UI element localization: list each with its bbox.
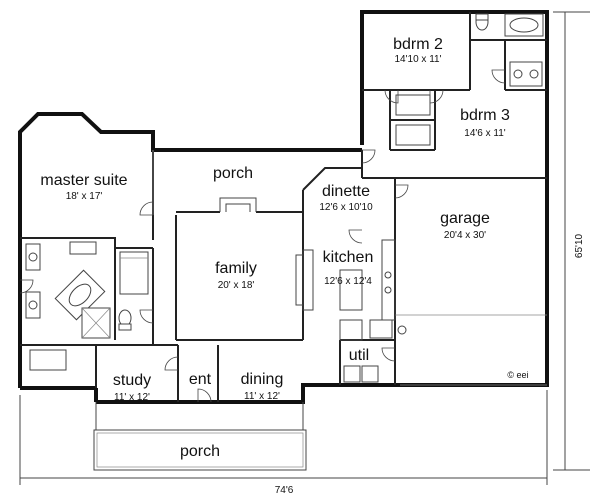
dining-size: 11' x 12': [244, 391, 280, 402]
garage-size: 20'4 x 30': [444, 230, 486, 241]
kitchen-name: kitchen: [323, 249, 374, 266]
room-labels: bdrm 2 14'10 x 11' bdrm 3 14'6 x 11' mas…: [40, 36, 585, 496]
bdrm2-name: bdrm 2: [393, 36, 443, 53]
exterior-walls: [18, 10, 549, 404]
dinette-size: 12'6 x 10'10: [319, 202, 373, 213]
bdrm2-size: 14'10 x 11': [394, 54, 441, 65]
bdrm3-size: 14'6 x 11': [464, 128, 506, 139]
front-porch: [93, 402, 307, 471]
porch-top-name: porch: [213, 165, 253, 182]
bdrm3-name: bdrm 3: [460, 107, 510, 124]
copyright-text: © eei: [507, 370, 528, 380]
master-name: master suite: [40, 172, 127, 189]
interior-walls: [20, 12, 547, 402]
fixtures: [25, 13, 544, 383]
doors: [19, 69, 506, 403]
util-name: util: [349, 347, 369, 364]
master-size: 18' x 17': [66, 191, 103, 202]
depth-dimension: 65'10: [574, 233, 585, 258]
width-dimension: 74'6: [275, 485, 294, 496]
family-name: family: [215, 260, 257, 277]
study-size: 11' x 12': [114, 392, 150, 403]
dining-name: dining: [241, 371, 284, 388]
garage-name: garage: [440, 210, 490, 227]
porch-bottom-name: porch: [180, 443, 220, 460]
kitchen-size: 12'6 x 12'4: [324, 276, 372, 287]
family-size: 20' x 18': [218, 280, 255, 291]
dinette-name: dinette: [322, 183, 370, 200]
ent-name: ent: [189, 371, 212, 388]
dimension-lines: [19, 11, 590, 485]
study-name: study: [113, 372, 151, 389]
